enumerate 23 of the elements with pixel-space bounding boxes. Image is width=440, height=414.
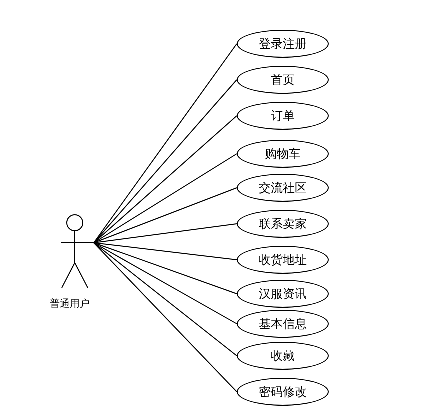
use-case-ellipse: 收货地址 [237, 246, 329, 274]
association-line [94, 154, 238, 244]
association-line [94, 116, 238, 244]
use-case-ellipse: 收藏 [237, 342, 329, 370]
association-line [94, 188, 238, 244]
use-case-ellipse: 交流社区 [237, 174, 329, 202]
use-case-ellipse: 登录注册 [237, 30, 329, 58]
association-line [94, 242, 238, 260]
association-line [94, 44, 238, 244]
use-case-ellipse: 联系卖家 [237, 210, 329, 238]
association-line [94, 80, 238, 244]
use-case-ellipse: 订单 [237, 102, 329, 130]
association-line [94, 242, 238, 294]
association-line [94, 242, 238, 324]
use-case-ellipse: 首页 [237, 66, 329, 94]
use-case-ellipse: 密码修改 [237, 378, 329, 406]
use-case-ellipse: 购物车 [237, 140, 329, 168]
actor-label: 普通用户 [50, 298, 90, 311]
association-line [94, 242, 238, 356]
use-case-ellipse: 汉服资讯 [237, 280, 329, 308]
use-case-ellipse: 基本信息 [237, 310, 329, 338]
association-line [94, 242, 238, 392]
association-line [94, 224, 238, 244]
